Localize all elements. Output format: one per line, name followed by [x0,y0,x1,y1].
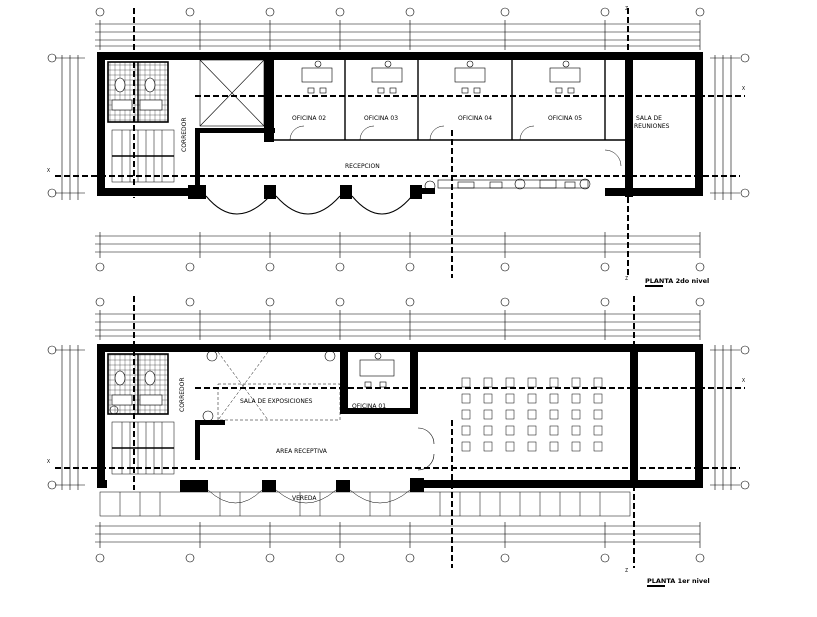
lower-bottom-grid-bubbles [95,553,705,563]
svg-text:Z: Z [625,568,628,574]
lower-plan: X X Z SALA DE EXPOSICIONES OFICINA 01 AR… [47,296,750,587]
svg-text:X: X [47,459,50,465]
auditorium-seat [483,425,493,436]
room-label-recepcion: RECEPCION [345,163,380,170]
auditorium-seat [505,441,515,452]
auditorium-seat [505,393,515,404]
upper-plan: X X Z Z OFICINA 02 OFICINA 03 OFICINA 04… [47,6,750,287]
lower-walls [97,344,703,492]
lower-office-furniture [359,352,435,471]
auditorium-seat [505,425,515,436]
room-label-vereda: VEREDA [292,495,317,502]
auditorium-seat [461,425,471,436]
upper-lounge-furniture [424,178,591,192]
auditorium-seat [571,425,581,436]
upper-walls [97,52,703,199]
upper-section-marks: X X Z Z [47,6,745,282]
auditorium-seat [571,377,581,388]
auditorium-seat [549,377,559,388]
lower-plan-title: PLANTA 1er nivel [647,577,710,585]
auditorium-seat [593,441,603,452]
lower-bathrooms [107,353,169,415]
upper-office-partitions [274,60,625,141]
auditorium-seat [527,377,537,388]
auditorium-seat [461,409,471,420]
upper-bottom-dimensions [95,232,701,258]
lower-trees [109,350,336,422]
lower-section-marks: X X Z [47,378,745,574]
auditorium-seat [549,409,559,420]
auditorium-seat [527,409,537,420]
room-label-reuniones: REUNIONES [634,123,670,130]
svg-text:X: X [47,168,50,174]
room-label-oficina-01: OFICINA 01 [352,403,386,410]
auditorium-seat [549,393,559,404]
upper-bathrooms [107,61,169,123]
room-label-oficina-05: OFICINA 05 [548,115,582,122]
svg-text:Z: Z [625,6,628,12]
auditorium-seat [505,377,515,388]
room-label-corredor: CORREDOR [181,117,188,152]
auditorium-seat [593,425,603,436]
auditorium-seat [593,377,603,388]
auditorium-seat [483,393,493,404]
auditorium-seat [461,377,471,388]
room-label-oficina-04: OFICINA 04 [458,115,492,122]
lower-exhibition-area [217,351,341,421]
room-label-oficina-03: OFICINA 03 [364,115,398,122]
svg-text:X: X [742,378,745,384]
lower-axis-lines [55,296,745,568]
room-label-sala-exposiciones: SALA DE EXPOSICIONES [240,398,313,405]
auditorium-seat [483,409,493,420]
upper-office-doors [289,125,622,167]
auditorium-seat [549,425,559,436]
auditorium-seat [593,393,603,404]
auditorium-seat [461,441,471,452]
lower-sidewalk [99,489,631,517]
svg-text:Z: Z [625,276,628,282]
auditorium-seat [527,393,537,404]
lower-side-dimensions [55,345,740,490]
lower-room-labels: SALA DE EXPOSICIONES OFICINA 01 AREA REC… [179,377,386,502]
auditorium-seat [571,441,581,452]
upper-axis-lines [55,8,745,278]
upper-plan-title: PLANTA 2do nivel [645,277,709,285]
lower-bottom-dimensions [95,522,701,548]
auditorium-seat [483,441,493,452]
upper-bottom-grid-bubbles [95,262,705,272]
auditorium-seat [483,377,493,388]
upper-curved-facade [205,195,413,215]
auditorium-seat [549,441,559,452]
upper-stair-void [199,59,265,127]
lower-top-grid-bubbles [95,297,705,307]
auditorium-seat [571,409,581,420]
auditorium-seat [527,425,537,436]
auditorium-seat [461,393,471,404]
auditorium-seat [505,409,515,420]
svg-text:X: X [742,86,745,92]
room-label-corredor: CORREDOR [179,377,186,412]
auditorium-seat [527,441,537,452]
room-label-sala-de: SALA DE [636,115,662,122]
room-label-oficina-02: OFICINA 02 [292,115,326,122]
upper-stair [111,129,175,183]
room-label-area-receptiva: AREA RECEPTIVA [276,448,328,455]
lower-top-dimensions [95,310,701,340]
auditorium-seat [593,409,603,420]
upper-top-dimensions [95,20,701,50]
auditorium-seat [571,393,581,404]
upper-room-labels: OFICINA 02 OFICINA 03 OFICINA 04 OFICINA… [181,115,670,170]
upper-office-furniture [301,60,581,94]
lower-stair [111,421,175,475]
upper-top-grid-bubbles [95,7,705,17]
